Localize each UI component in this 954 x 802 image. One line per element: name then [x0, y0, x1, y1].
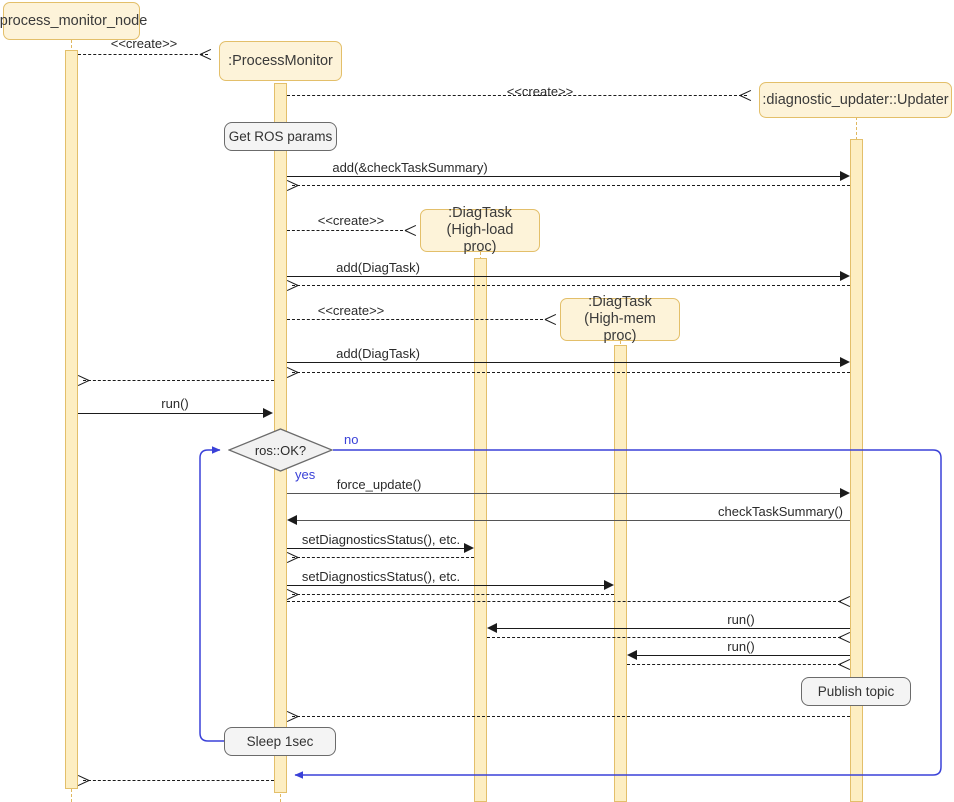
participant-updater[interactable]: :diagnostic_updater::Updater: [759, 82, 952, 118]
message-label-m05: <<create>>: [317, 213, 385, 228]
arrowhead-return-add-diagtask-load: [286, 279, 299, 292]
arrowhead-return-set-status-mem: [286, 588, 299, 601]
message-line-check-task-summary: [297, 520, 850, 521]
arrowhead-set-status-load: [464, 543, 474, 553]
message-line-return-constructor: [83, 380, 274, 381]
note-get-ros-params[interactable]: Get ROS params: [224, 122, 337, 151]
arrowhead-create-diagtask-high-mem: [544, 313, 557, 326]
message-line-run-diagtask-mem: [637, 655, 850, 656]
arrowhead-create-diagtask-high-load: [404, 224, 417, 237]
message-label-m03: add(&checkTaskSummary): [332, 160, 488, 175]
message-line-create-process-monitor: [78, 54, 208, 55]
message-label-m01: <<create>>: [110, 36, 178, 51]
arrowhead-return-check-task-summary: [838, 595, 851, 608]
message-line-return-add-diagtask-load: [292, 285, 850, 286]
decision-label: ros::OK?: [254, 442, 307, 458]
message-label-m12: run(): [161, 396, 189, 411]
arrowhead-return-force-update: [286, 710, 299, 723]
arrowhead-add-diagtask-mem: [840, 357, 850, 367]
decision-branch-yes-label: yes: [295, 467, 316, 482]
participant-process-monitor-node[interactable]: :process_monitor_node: [0, 2, 147, 40]
arrowhead-return-add-diagtask-mem: [286, 366, 299, 379]
message-line-return-set-status-load: [292, 557, 474, 558]
message-line-return-set-status-mem: [292, 594, 614, 595]
decision-ros-ok[interactable]: ros::OK?: [228, 428, 333, 472]
arrowhead-create-updater: [739, 89, 752, 102]
arrowhead-run-diagtask-mem: [627, 650, 637, 660]
arrowhead-add-diagtask-load: [840, 271, 850, 281]
message-line-add-diagtask-load: [287, 276, 841, 277]
arrowhead-force-update: [840, 488, 850, 498]
note-publish-topic[interactable]: Publish topic: [801, 677, 911, 706]
participant-diagtask-high-mem[interactable]: :DiagTask (High-mem proc): [560, 294, 680, 344]
arrowhead-return-add-check-task-summary: [286, 179, 299, 192]
message-label-m09: add(DiagTask): [336, 346, 420, 361]
arrowhead-check-task-summary: [287, 515, 297, 525]
message-label-m02: <<create>>: [506, 84, 574, 99]
arrowhead-run-monitor: [263, 408, 273, 418]
message-line-return-add-diagtask-mem: [292, 372, 850, 373]
message-line-run-diagtask-load: [497, 628, 850, 629]
message-line-set-status-mem: [287, 585, 605, 586]
arrowhead-return-run-diagtask-load: [838, 631, 851, 644]
note-sleep-1sec[interactable]: Sleep 1sec: [224, 727, 336, 756]
message-line-return-run: [83, 780, 274, 781]
message-label-m15: setDiagnosticsStatus(), etc.: [301, 532, 461, 547]
arrowhead-add-check-task-summary: [840, 171, 850, 181]
decision-branch-no-label: no: [344, 432, 359, 447]
arrowhead-set-status-mem: [604, 580, 614, 590]
activation-diagtask-high-load: [474, 258, 487, 802]
message-line-add-check-task-summary: [287, 176, 841, 177]
activation-diagtask-high-mem: [614, 345, 627, 802]
message-line-create-updater: [287, 95, 747, 96]
message-line-return-add-check-task-summary: [292, 185, 850, 186]
message-label-m08: <<create>>: [317, 303, 385, 318]
arrowhead-run-diagtask-load: [487, 623, 497, 633]
arrowhead-return-set-status-load: [286, 551, 299, 564]
message-line-add-diagtask-mem: [287, 362, 841, 363]
message-line-return-run-diagtask-load: [487, 637, 841, 638]
message-line-create-diagtask-high-load: [287, 230, 403, 231]
message-line-force-update: [287, 493, 841, 494]
participant-process-monitor[interactable]: :ProcessMonitor: [219, 41, 342, 81]
message-line-run-monitor: [78, 413, 264, 414]
arrowhead-return-run: [77, 774, 90, 787]
message-label-m22: run(): [727, 639, 755, 654]
activation-process-monitor-node: [65, 50, 78, 789]
message-line-set-status-load: [287, 548, 465, 549]
message-label-m14: checkTaskSummary(): [718, 504, 843, 519]
message-label-m20: run(): [727, 612, 755, 627]
message-label-m17: setDiagnosticsStatus(), etc.: [301, 569, 461, 584]
participant-diagtask-high-load[interactable]: :DiagTask (High-load proc): [420, 205, 540, 255]
arrowhead-return-constructor: [77, 374, 90, 387]
message-line-return-check-task-summary: [287, 601, 841, 602]
message-line-return-force-update: [292, 716, 850, 717]
arrowhead-return-run-diagtask-mem: [838, 658, 851, 671]
message-line-create-diagtask-high-mem: [287, 319, 543, 320]
arrowhead-create-process-monitor: [199, 48, 212, 61]
message-label-m06: add(DiagTask): [336, 260, 420, 275]
message-label-m13: force_update(): [336, 477, 422, 492]
message-line-return-run-diagtask-mem: [627, 664, 841, 665]
